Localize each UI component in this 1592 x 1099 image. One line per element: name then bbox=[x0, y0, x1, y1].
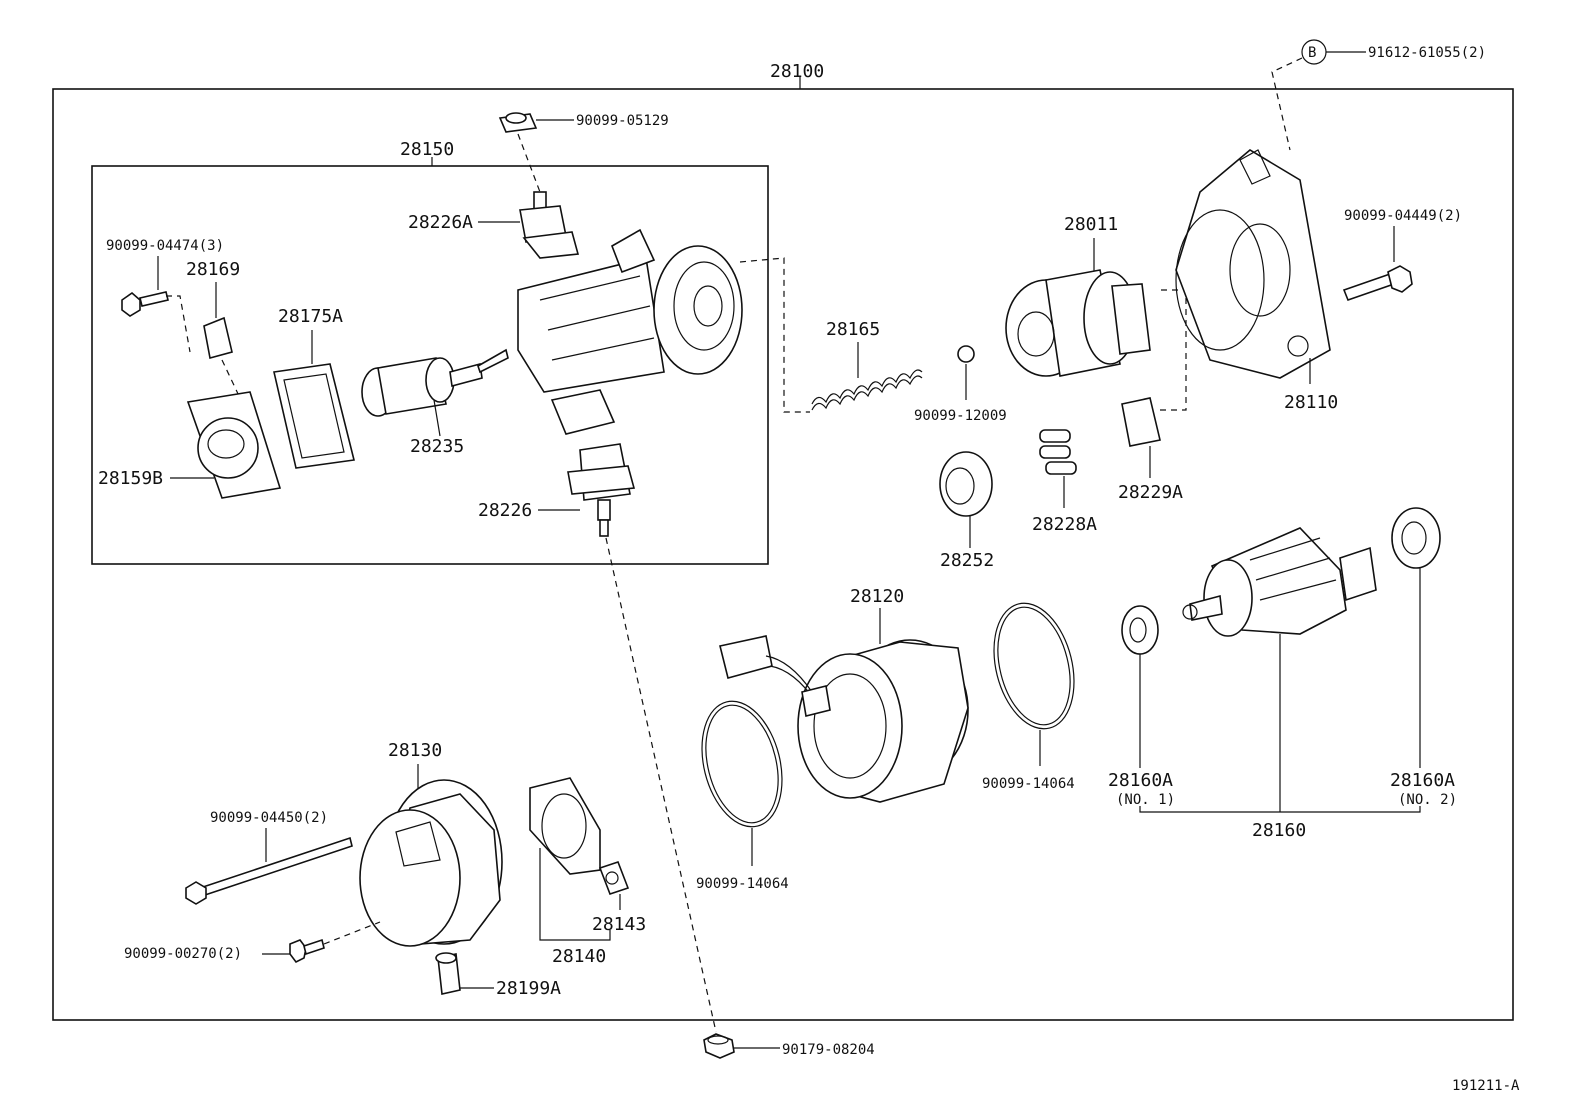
label-28120: 28120 bbox=[850, 586, 904, 607]
nut-bottom-part: 90179-08204 bbox=[703, 1033, 875, 1059]
brush-holder-28140-part: 28140 bbox=[529, 777, 611, 967]
label-28011: 28011 bbox=[1064, 214, 1118, 235]
label-28160: 28160 bbox=[1252, 820, 1306, 841]
label-28175a: 28175A bbox=[278, 306, 343, 327]
label-28160a-no1: 28160A bbox=[1108, 770, 1173, 791]
label-90099-12009: 90099-12009 bbox=[914, 408, 1007, 424]
gasket-28175a-part: 28175A bbox=[273, 306, 355, 469]
subassembly-frame bbox=[91, 165, 769, 565]
part-28199a: 28199A bbox=[435, 952, 561, 999]
retainer-28229a-part: 28229A bbox=[1118, 289, 1187, 503]
label-28226a: 28226A bbox=[408, 212, 473, 233]
label-28159b: 28159B bbox=[98, 468, 163, 489]
label-28235: 28235 bbox=[410, 436, 464, 457]
assembly-frame bbox=[52, 88, 1514, 1021]
plunger-28235-part: 28235 bbox=[361, 348, 509, 457]
subassembly-label: 28150 bbox=[400, 139, 454, 160]
label-90099-04474: 90099-04474(3) bbox=[106, 238, 224, 254]
brush-spring-28143-part: 28143 bbox=[592, 860, 646, 935]
armature-28160-part: 28160 bbox=[1182, 527, 1377, 841]
through-bolt-part: 90099-04450(2) bbox=[185, 810, 353, 905]
label-28160a-no2: 28160A bbox=[1390, 770, 1455, 791]
label-28143: 28143 bbox=[592, 914, 646, 935]
solenoid-housing-part bbox=[517, 228, 743, 435]
cover-28159b-part: 28159B bbox=[98, 391, 282, 499]
label-28165: 28165 bbox=[826, 319, 880, 340]
gear-28252-part: 28252 bbox=[939, 451, 994, 571]
figure-code: 191211-A bbox=[1452, 1078, 1520, 1094]
label-91612-61055: 91612-61055(2) bbox=[1368, 45, 1486, 61]
clutch-28011-part: 28011 bbox=[1005, 214, 1151, 377]
label-90099-14064-b: 90099-14064 bbox=[982, 776, 1075, 792]
label-28110: 28110 bbox=[1284, 392, 1338, 413]
label-90099-04449: 90099-04449(2) bbox=[1344, 208, 1462, 224]
label-28252: 28252 bbox=[940, 550, 994, 571]
terminal-28226-part: 28226 bbox=[478, 443, 717, 1033]
terminal-28226a-part: 28226A bbox=[408, 191, 580, 259]
housing-28110-part: 28110 bbox=[1175, 149, 1338, 413]
bearing-no1-part: 28160A (NO. 1) bbox=[1108, 605, 1175, 808]
label-28229a: 28229A bbox=[1118, 482, 1183, 503]
ball-90099-12009-part: 90099-12009 bbox=[914, 345, 1007, 424]
label-28160a-no1-note: (NO. 1) bbox=[1116, 792, 1175, 808]
label-28226: 28226 bbox=[478, 500, 532, 521]
assembly-label: 28100 bbox=[770, 61, 824, 82]
oring-right-part: 90099-14064 bbox=[982, 602, 1075, 792]
screw-90099-00270-part: 90099-00270(2) bbox=[124, 921, 381, 964]
label-28228a: 28228A bbox=[1032, 514, 1097, 535]
label-28160a-no2-note: (NO. 2) bbox=[1398, 792, 1457, 808]
label-90099-14064-a: 90099-14064 bbox=[696, 876, 789, 892]
label-28130: 28130 bbox=[388, 740, 442, 761]
label-90099-05129: 90099-05129 bbox=[576, 113, 669, 129]
label-90099-00270: 90099-00270(2) bbox=[124, 946, 242, 962]
nut-top-part: 90099-05129 bbox=[498, 112, 669, 193]
spring-28165-part: 28165 bbox=[811, 319, 923, 411]
clip-28169-part: 28169 bbox=[186, 259, 241, 399]
rollers-28228a-part: 28228A bbox=[1032, 429, 1097, 535]
label-90099-04450: 90099-04450(2) bbox=[210, 810, 328, 826]
label-28140: 28140 bbox=[552, 946, 606, 967]
bearing-no2-part: 28160A (NO. 2) bbox=[1390, 507, 1457, 808]
svg-text:B: B bbox=[1308, 45, 1316, 61]
label-28169: 28169 bbox=[186, 259, 240, 280]
label-90179-08204: 90179-08204 bbox=[782, 1042, 875, 1058]
end-frame-28130-part: 28130 bbox=[359, 740, 503, 947]
oring-left-part: 90099-14064 bbox=[696, 700, 789, 892]
callout-b: B 91612-61055(2) bbox=[1271, 39, 1486, 151]
yoke-28120-part: 28120 bbox=[719, 586, 969, 803]
label-28199a: 28199A bbox=[496, 978, 561, 999]
bolt-90099-04449-part: 90099-04449(2) bbox=[1342, 208, 1462, 302]
bolt-90099-04474-part: 90099-04474(3) bbox=[106, 238, 224, 353]
